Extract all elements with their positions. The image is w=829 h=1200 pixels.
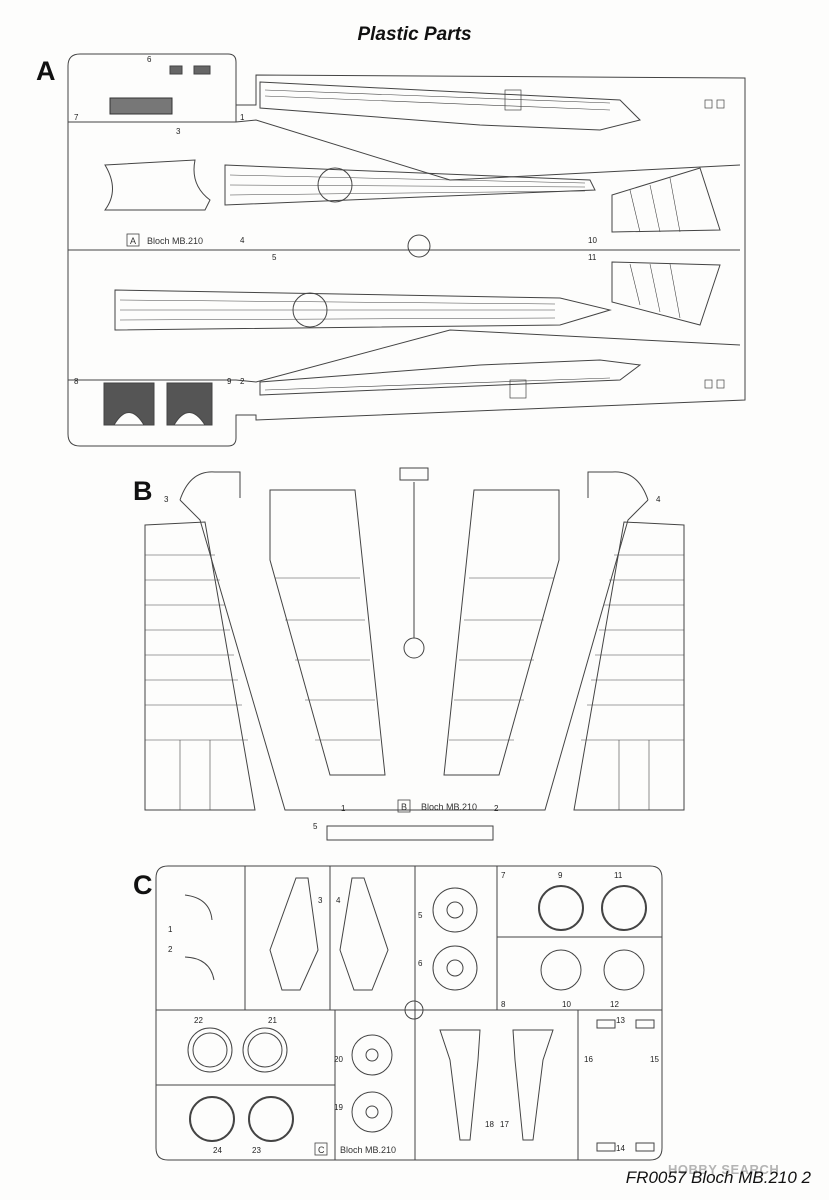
sprue-b-runner (399, 467, 429, 481)
sprue-b-wing-right (573, 521, 685, 811)
sprue-a-logo-text: Bloch MB.210 (147, 236, 203, 246)
sprue-c-num: 11 (614, 871, 623, 880)
sprue-a-canopy (104, 159, 211, 211)
sprue-c-part-22 (187, 1027, 233, 1073)
sprue-c-num: 9 (558, 871, 563, 880)
sprue-b-logo-text: Bloch MB.210 (421, 802, 477, 812)
sprue-c-part-3 (269, 877, 319, 991)
sprue-a-num: 3 (176, 127, 181, 136)
sprue-c-num: 24 (213, 1146, 222, 1155)
sprue-a-num: 1 (240, 113, 245, 122)
sprue-c-part-23 (248, 1096, 294, 1142)
sprue-a-part-1 (259, 81, 641, 131)
sprue-a-num: 4 (240, 236, 245, 245)
sprue-a-part-10 (611, 167, 721, 233)
sprue-c-num: 12 (610, 1000, 619, 1009)
footer-code: FR0057 Bloch MB.210 2 (625, 1168, 811, 1187)
sprue-a-num: 9 (227, 377, 232, 386)
sprue-c-num: 13 (616, 1016, 625, 1025)
sprue-c-num: 21 (268, 1016, 277, 1025)
sprue-a-num: 5 (272, 253, 277, 262)
sprue-a-runner (68, 329, 741, 383)
sprue-c-num: 3 (318, 896, 323, 905)
sprue-c-part-24 (189, 1096, 235, 1142)
sprue-c-part-14 (596, 1142, 616, 1152)
sprue-c-frame (155, 865, 663, 1161)
sprue-c-part-2 (184, 956, 215, 981)
sprue-c-num: 4 (336, 896, 341, 905)
sprue-c-part-11 (601, 885, 647, 931)
sprue-c-logo-letter: C (318, 1145, 325, 1155)
sprue-a-runner (68, 119, 741, 181)
sprue-b-runner (587, 471, 649, 501)
sprue-b-num: 5 (313, 822, 318, 831)
sprue-c-num: 2 (168, 945, 173, 954)
sprue-c-part-1 (184, 894, 213, 921)
sprue-b-num: 1 (341, 804, 346, 813)
sprue-a-fuselage-top (224, 164, 596, 206)
sprue-c: C Bloch MB.210 1 2 3 4 5 6 7 8 9 10 11 1… (155, 865, 663, 1161)
sprue-a-frame (67, 53, 746, 447)
sprue-c-letter: C (133, 870, 153, 900)
sprue-c-part-4 (339, 877, 389, 991)
sprue-c-part-13 (596, 1019, 616, 1029)
sprue-c-num: 20 (334, 1055, 343, 1064)
page-title: Plastic Parts (357, 24, 472, 45)
sprue-a-num: 2 (240, 377, 245, 386)
sprue-a-letter: A (36, 56, 56, 86)
sprue-b-num: 4 (656, 495, 661, 504)
sprue-c-num: 10 (562, 1000, 571, 1009)
sprue-c-num: 7 (501, 871, 506, 880)
sprue-c-part-6 (432, 945, 478, 991)
sprue-a-num: 11 (588, 253, 597, 262)
page-footer: FR0057 Bloch MB.210 2 (626, 1168, 811, 1188)
sprue-b-letter: B (133, 476, 153, 506)
sprue-c-part-10 (540, 949, 582, 991)
sprue-a-num: 8 (74, 377, 79, 386)
sprue-b-num: 3 (164, 495, 169, 504)
sprue-c-num: 19 (334, 1103, 343, 1112)
sprue-c-logo-text: Bloch MB.210 (340, 1145, 396, 1155)
sprue-c-part-5 (432, 887, 478, 933)
sprue-a-num: 7 (74, 113, 79, 122)
sprue-c-num: 6 (418, 959, 423, 968)
sprue-a-num: 10 (588, 236, 597, 245)
watermark-text: HOBBY SEARCH (668, 1162, 780, 1177)
sprue-b-wing-left (144, 521, 256, 811)
sprue-b: B Bloch MB.210 3 4 1 2 5 (144, 467, 685, 841)
sprue-c-part-12 (603, 949, 645, 991)
sprue-b-center-left (269, 489, 386, 776)
sprue-c-part-17 (512, 1029, 554, 1141)
sprue-a: A Bloch MB.210 6 7 1 3 4 10 5 11 8 9 2 (67, 53, 746, 447)
sprue-c-num: 23 (252, 1146, 261, 1155)
sprue-b-center-right (443, 489, 560, 776)
sprue-c-part-18 (439, 1029, 481, 1141)
sprue-c-num: 14 (616, 1144, 625, 1153)
sprue-a-part-6 (109, 97, 173, 115)
sprue-c-num: 8 (501, 1000, 506, 1009)
sprue-a-gate (407, 234, 431, 258)
sprue-b-runner (179, 499, 649, 811)
sprue-b-num: 2 (494, 804, 499, 813)
sprue-a-logo-letter: A (130, 236, 136, 246)
sprue-c-part-19 (351, 1091, 393, 1133)
sprue-c-num: 16 (584, 1055, 593, 1064)
sprue-c-num: 17 (500, 1120, 509, 1129)
sprue-a-part-2 (259, 359, 642, 396)
sprue-a-part-11 (611, 261, 721, 326)
sprue-c-num: 5 (418, 911, 423, 920)
sprue-c-num: 1 (168, 925, 173, 934)
sprue-c-part-21 (242, 1027, 288, 1073)
sprue-a-fuselage-bottom (114, 289, 612, 331)
sprue-c-num: 18 (485, 1120, 494, 1129)
sprue-a-num: 6 (147, 55, 152, 64)
sprue-c-part-20 (351, 1034, 393, 1076)
sprue-c-part-9 (538, 885, 584, 931)
sprue-c-num: 22 (194, 1016, 203, 1025)
sprue-c-num: 15 (650, 1055, 659, 1064)
sprue-b-runner (179, 471, 241, 501)
sprue-b-part-5 (326, 825, 494, 841)
sprue-b-logo-letter: B (401, 802, 407, 812)
